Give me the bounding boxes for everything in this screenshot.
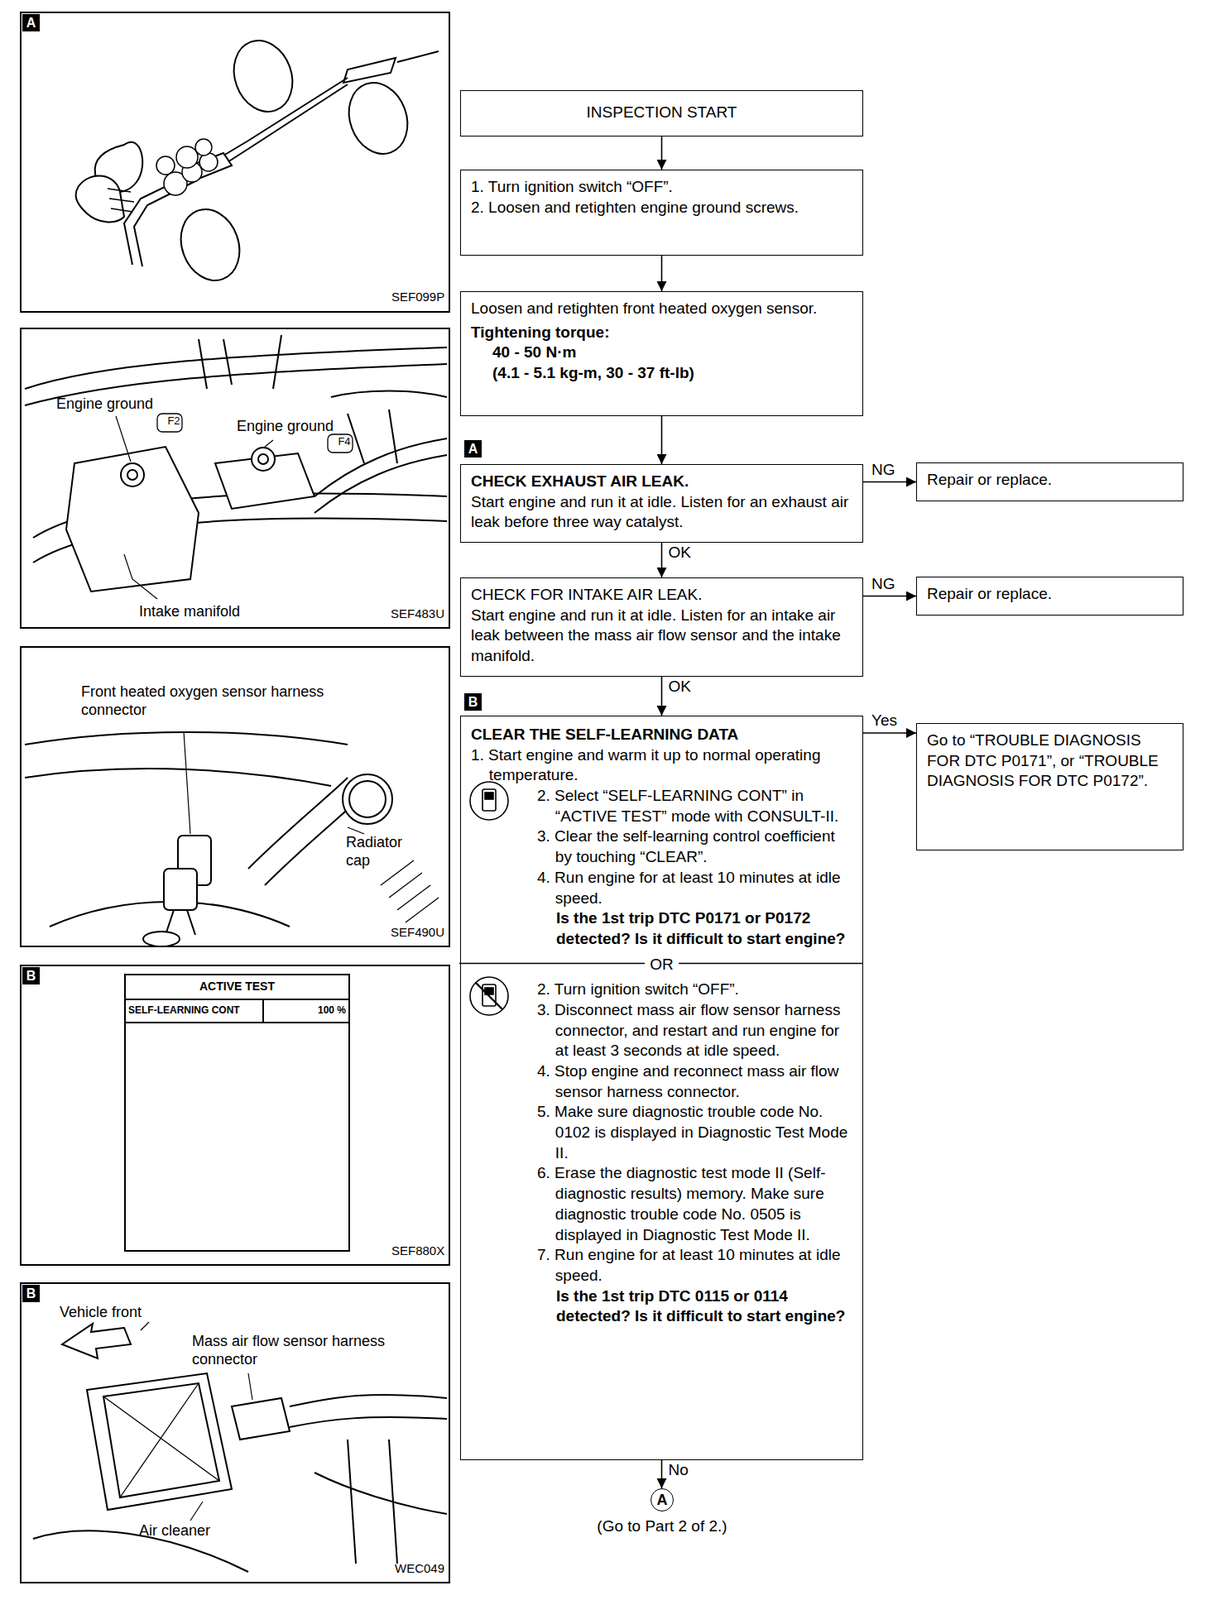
panel-frame bbox=[20, 965, 450, 1266]
edge-label: NG bbox=[869, 576, 898, 594]
box-text: 2. Turn ignition switch “OFF”. bbox=[537, 979, 853, 1001]
box-text: Go to “TROUBLE DIAGNOSIS FOR DTC P0171”,… bbox=[926, 730, 1173, 793]
part-label: Air cleaner bbox=[139, 1522, 211, 1542]
panel-frame bbox=[20, 647, 450, 947]
edge-label: NG bbox=[869, 461, 898, 480]
box-text: A bbox=[650, 1488, 674, 1513]
connector-circle: A (Go to Part 2 of 2.) bbox=[562, 1488, 762, 1538]
section-marker: B bbox=[22, 967, 40, 985]
part-label: Engine ground bbox=[236, 417, 334, 437]
flow-arrow bbox=[863, 732, 917, 735]
box-text: 3. Disconnect mass air flow sensor harne… bbox=[537, 1000, 853, 1062]
flow-arrow bbox=[863, 481, 917, 484]
flow-arrow bbox=[661, 542, 663, 578]
engine-illustration bbox=[24, 335, 447, 600]
edge-label: No bbox=[667, 1462, 691, 1480]
table-cell: ACTIVE TEST bbox=[124, 979, 350, 994]
box-text: Is the 1st trip DTC 0115 or 0114 detecte… bbox=[556, 1286, 853, 1328]
box-heading: Loosen and retighten front heated oxygen… bbox=[470, 298, 853, 320]
box-text: 40 - 50 N·m bbox=[492, 342, 853, 364]
flow-arrow bbox=[661, 255, 663, 292]
box-text: OR bbox=[644, 955, 679, 976]
flow-arrow bbox=[661, 136, 663, 170]
box-heading: CHECK FOR INTAKE AIR LEAK. bbox=[470, 585, 853, 606]
box-text: Start engine and run it at idle. Listen … bbox=[470, 492, 853, 533]
process-box: 1. Turn ignition switch “OFF”.2. Loosen … bbox=[460, 169, 864, 256]
figure-code: WEC049 bbox=[394, 1561, 445, 1577]
box-text: CLEAR THE SELF-LEARNING DATA bbox=[470, 724, 853, 746]
box-text: 1. Start engine and warm it up to normal… bbox=[470, 745, 853, 787]
process-box: Repair or replace. bbox=[916, 462, 1184, 502]
consult-icon bbox=[470, 782, 509, 821]
edge-label: OK bbox=[667, 678, 693, 697]
box-text: 3. Clear the self-learning control coeff… bbox=[537, 826, 853, 868]
flow-arrow bbox=[661, 1460, 663, 1489]
figure-code: SEF099P bbox=[391, 289, 445, 305]
no-tool-icon bbox=[470, 977, 509, 1016]
box-text: Repair or replace. bbox=[926, 584, 1173, 605]
box-text: 5. Make sure diagnostic trouble code No.… bbox=[537, 1102, 853, 1164]
box-text: (4.1 - 5.1 kg-m, 30 - 37 ft-lb) bbox=[492, 363, 853, 385]
edge-label: OK bbox=[667, 544, 693, 562]
panel-frame bbox=[20, 328, 450, 629]
panel-frame bbox=[20, 1283, 450, 1584]
section-marker: B bbox=[22, 1285, 40, 1303]
connector-code: F4 bbox=[330, 435, 359, 449]
box-text: 4. Run engine for at least 10 minutes at… bbox=[537, 868, 853, 909]
box-text: CHECK EXHAUST AIR LEAK. bbox=[470, 471, 853, 493]
exhaust-illustration bbox=[76, 32, 439, 289]
box-text: 2. Loosen and retighten engine ground sc… bbox=[470, 197, 853, 219]
box-text: INSPECTION START bbox=[470, 102, 853, 124]
part-label: Mass air flow sensor harness connector bbox=[192, 1333, 391, 1369]
box-text: 1. Turn ignition switch “OFF”. bbox=[470, 177, 853, 198]
box-text: Tightening torque: bbox=[470, 322, 853, 344]
section-marker: B bbox=[464, 693, 482, 711]
process-box: Repair or replace. bbox=[916, 576, 1184, 616]
part-label: Radiator cap bbox=[345, 834, 413, 870]
process-box: Go to “TROUBLE DIAGNOSIS FOR DTC P0171”,… bbox=[916, 723, 1184, 851]
process-box: CHECK EXHAUST AIR LEAK.Start engine and … bbox=[460, 464, 864, 543]
part-label: Engine ground bbox=[56, 395, 154, 414]
connector-code: F2 bbox=[159, 414, 188, 428]
section-marker: A bbox=[464, 440, 482, 458]
flow-arrow bbox=[661, 676, 663, 716]
section-marker: A bbox=[22, 14, 40, 32]
box-text: 4. Stop engine and reconnect mass air fl… bbox=[537, 1061, 853, 1103]
edge-label: Yes bbox=[869, 712, 899, 730]
box-text: 6. Erase the diagnostic test mode II (Se… bbox=[537, 1163, 853, 1246]
box-text: 2. Select “SELF-LEARNING CONT” in “ACTIV… bbox=[537, 786, 853, 827]
consult-screen bbox=[124, 974, 350, 1252]
process-box: Loosen and retighten front heated oxygen… bbox=[460, 291, 864, 417]
maf-illustration bbox=[33, 1322, 447, 1573]
panel-frame bbox=[20, 12, 450, 313]
box-text: 7. Run engine for at least 10 minutes at… bbox=[537, 1245, 853, 1287]
figure-code: SEF880X bbox=[391, 1243, 445, 1259]
table-cell: SELF-LEARNING CONT bbox=[128, 1004, 241, 1017]
oxygen-sensor-illustration bbox=[24, 731, 439, 947]
box-text: Start engine and run it at idle. Listen … bbox=[470, 605, 853, 668]
part-label: Vehicle front bbox=[59, 1304, 142, 1323]
process-box: INSPECTION START bbox=[460, 90, 864, 137]
process-box: CLEAR THE SELF-LEARNING DATA1. Start eng… bbox=[460, 715, 864, 1461]
figure-code: SEF483U bbox=[390, 606, 445, 622]
box-text: Is the 1st trip DTC P0171 or P0172 detec… bbox=[556, 908, 853, 950]
process-box: CHECK FOR INTAKE AIR LEAK.Start engine a… bbox=[460, 577, 864, 677]
flow-arrow bbox=[863, 595, 917, 598]
table-cell: 100 % bbox=[266, 1004, 346, 1017]
box-text: (Go to Part 2 of 2.) bbox=[562, 1517, 762, 1538]
part-label: Front heated oxygen sensor harness conne… bbox=[81, 683, 330, 720]
part-label: Intake manifold bbox=[139, 603, 241, 622]
box-text: Repair or replace. bbox=[926, 470, 1173, 491]
flow-arrow bbox=[661, 416, 663, 465]
figure-code: SEF490U bbox=[390, 925, 445, 941]
